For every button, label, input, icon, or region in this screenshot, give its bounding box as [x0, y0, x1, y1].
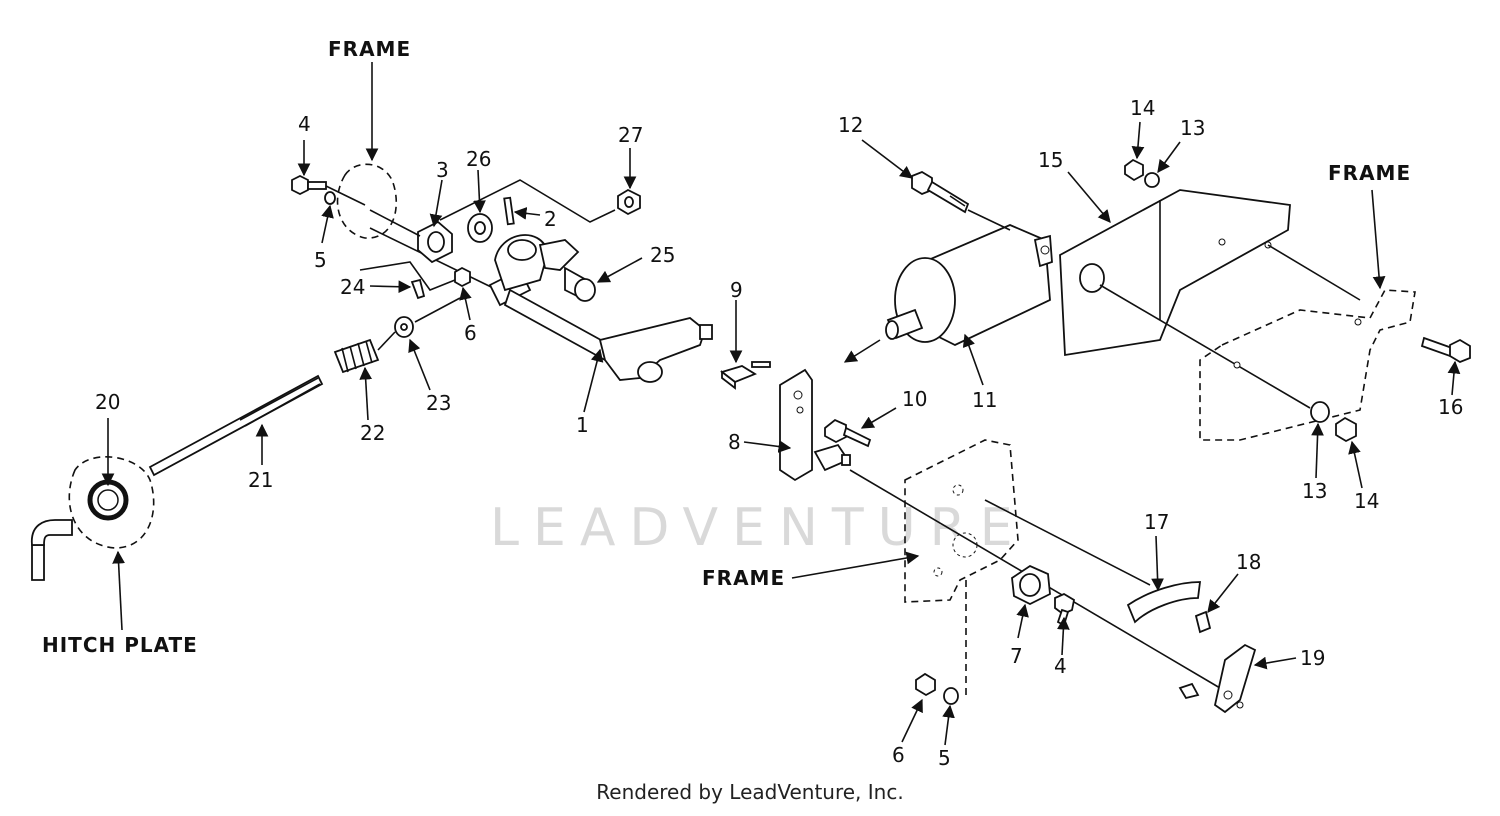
- watermark-text: LEADVENTURE: [490, 498, 1027, 558]
- part-number-13-bottom: 13: [1302, 479, 1327, 503]
- hitch-plate-label: HITCH PLATE: [42, 633, 198, 657]
- frame-arrow-right: [1371, 189, 1386, 290]
- part-number-8: 8: [728, 430, 741, 454]
- part-number-4: 4: [298, 112, 311, 136]
- part-number-25: 25: [650, 243, 675, 267]
- flange-bearing-3: [417, 220, 453, 264]
- threaded-rod-21: [148, 374, 324, 477]
- bracket-9: [720, 361, 771, 390]
- part-number-4-bottom: 4: [1054, 654, 1067, 678]
- arm-19: [1178, 643, 1257, 714]
- part-number-18: 18: [1236, 550, 1261, 574]
- frame-outline-right: [1199, 289, 1416, 441]
- frame-label-top: FRAME: [328, 37, 411, 61]
- pin-2: [503, 196, 515, 226]
- frame-outline-left: [336, 163, 398, 239]
- part-number-6-bottom: 6: [892, 743, 905, 767]
- part-number-5: 5: [314, 248, 327, 272]
- bushing-26: [467, 213, 493, 243]
- nut-14-top: [1124, 158, 1144, 182]
- part-number-27: 27: [618, 123, 643, 147]
- part-number-14-top: 14: [1130, 96, 1155, 120]
- frame-label-lower: FRAME: [702, 566, 785, 590]
- part-number-19: 19: [1300, 646, 1325, 670]
- retaining-ring-20: [87, 479, 129, 521]
- credit-line: Rendered by LeadVenture, Inc.: [596, 780, 904, 804]
- frame-arrow-lower: [791, 551, 920, 579]
- bolt-10: [824, 418, 872, 448]
- bolt-12: [911, 170, 970, 214]
- clip-24: [410, 278, 426, 300]
- part-number-5-bottom: 5: [938, 746, 951, 770]
- washer-5-top: [324, 191, 336, 205]
- nut-6-bottom: [915, 672, 936, 697]
- part-number-12: 12: [838, 113, 863, 137]
- frame-outline-lower: [904, 439, 1019, 603]
- leader-25: [596, 257, 643, 283]
- screw-18: [1194, 610, 1212, 634]
- part-number-3: 3: [436, 158, 449, 182]
- washer-13-top: [1144, 172, 1160, 188]
- spring-22: [333, 338, 380, 374]
- part-number-10: 10: [902, 387, 927, 411]
- nut-6-top: [454, 266, 471, 288]
- nut-27: [617, 188, 641, 216]
- nut-14-bottom: [1335, 416, 1357, 443]
- part-number-24: 24: [340, 275, 365, 299]
- leader-24: [369, 280, 412, 294]
- bracket-15: [1059, 189, 1291, 357]
- washer-23: [394, 316, 414, 338]
- washer-5-bottom: [943, 687, 959, 705]
- exploded-view-drawing: LEADVENTURE: [31, 37, 1471, 770]
- lever-assembly-1: [488, 234, 713, 383]
- part-number-9: 9: [730, 278, 743, 302]
- bolt-4-top: [291, 174, 327, 196]
- frame-label-right: FRAME: [1328, 161, 1411, 185]
- part-number-15: 15: [1038, 148, 1063, 172]
- washer-13-bottom: [1310, 401, 1330, 423]
- part-number-17: 17: [1144, 510, 1169, 534]
- curved-plate-17: [1126, 581, 1202, 624]
- part-number-22: 22: [360, 421, 385, 445]
- solenoid-11: [885, 224, 1053, 347]
- part-number-26: 26: [466, 147, 491, 171]
- part-number-7: 7: [1010, 644, 1023, 668]
- part-number-20: 20: [95, 390, 120, 414]
- part-number-1: 1: [576, 413, 589, 437]
- part-number-14-bottom: 14: [1354, 489, 1379, 513]
- part-number-23: 23: [426, 391, 451, 415]
- part-number-2: 2: [544, 207, 557, 231]
- part-number-21: 21: [248, 468, 273, 492]
- hitch-plate-arrow: [112, 550, 125, 631]
- hitch-pin: [31, 519, 73, 581]
- bolt-16: [1420, 336, 1471, 364]
- part-number-6: 6: [464, 321, 477, 345]
- part-number-11: 11: [972, 388, 997, 412]
- hitch-plate-outline: [68, 456, 155, 549]
- part-number-16: 16: [1438, 395, 1463, 419]
- part-number-13-top: 13: [1180, 116, 1205, 140]
- flange-7: [1011, 564, 1051, 606]
